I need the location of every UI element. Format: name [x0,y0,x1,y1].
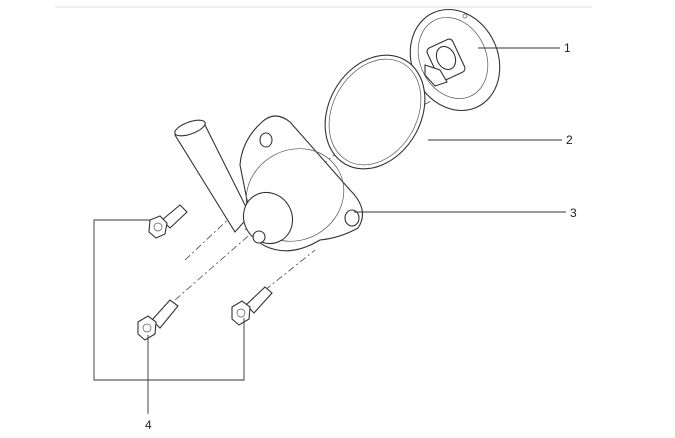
callout-2: 2 [566,133,573,147]
axis-bolt-lower-left [174,229,256,301]
bolt-upper [148,204,188,239]
bolt-lower-right [231,286,273,326]
axis-bolt-upper [184,179,271,261]
callout-3: 3 [570,206,577,220]
thermostat-part [409,8,501,112]
callout-1: 1 [564,41,571,55]
gasket-part [324,54,426,170]
bolt-lower-left [137,299,179,341]
axis-bolt-lower-right [264,249,316,291]
housing-part [174,115,364,252]
leader-4-bracket [93,219,245,381]
callout-4: 4 [145,418,152,432]
